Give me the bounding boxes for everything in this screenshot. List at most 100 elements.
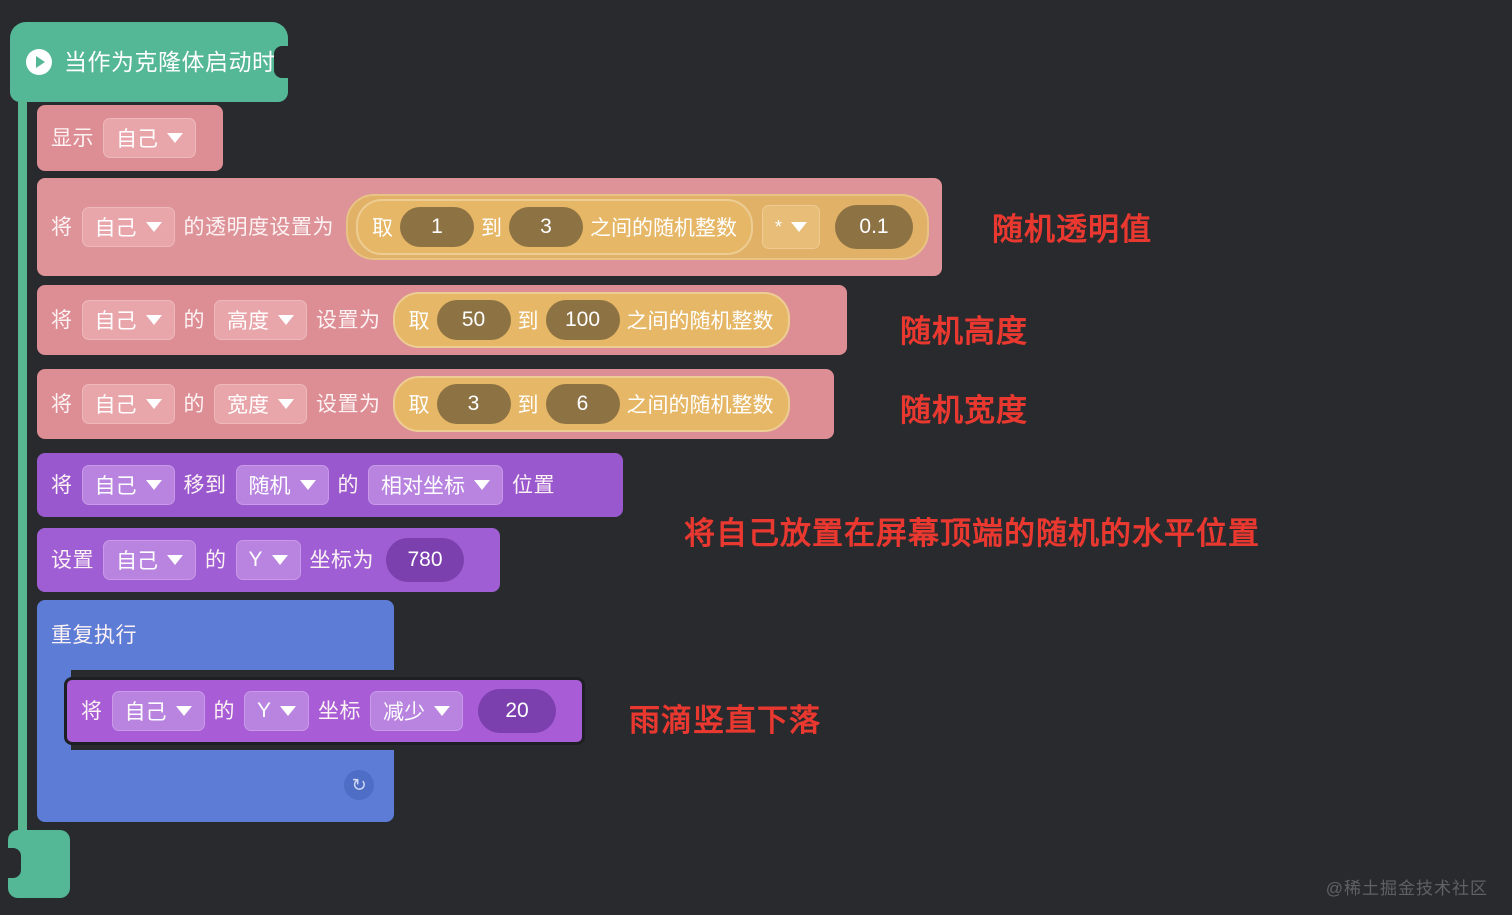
block-set-y-particle: 的 [205,548,227,572]
operator-random-opacity-mid: 到 [481,217,502,240]
dropdown-sety-axis-value: Y [248,548,263,571]
block-change-y-suffix: 坐标 [318,699,362,723]
note-random-height: 随机高度 [900,314,1028,349]
loop-arrow-icon: ↻ [344,770,374,800]
chevron-down-icon [145,315,162,325]
chevron-down-icon [145,222,162,232]
dropdown-changey-direction[interactable]: 减少 [370,691,464,731]
block-repeat-forever-foot[interactable]: ↻ [37,750,394,822]
block-change-y-particle: 的 [213,699,235,723]
watermark: @稀土掘金技术社区 [1325,879,1488,898]
dropdown-changey-axis[interactable]: Y [244,691,310,731]
operator-random-width-to[interactable]: 6 [545,384,620,424]
operator-random-opacity-end: 之间的随机整数 [590,217,737,240]
dropdown-width-property[interactable]: 宽度 [214,384,307,424]
block-set-opacity-mid: 的透明度设置为 [183,215,334,239]
block-move-to-prefix: 将 [51,473,73,497]
block-set-width[interactable]: 将 自己 的 宽度 设置为 取 3 到 6 之间的随机整数 [37,369,834,439]
block-move-to-suffix: 位置 [512,473,555,497]
operator-random-opacity[interactable]: 取 1 到 3 之间的随机整数 [356,199,753,255]
dropdown-move-target[interactable]: 自己 [81,465,175,505]
operator-random-width[interactable]: 取 3 到 6 之间的随机整数 [392,376,790,432]
operator-multiply[interactable]: 取 1 到 3 之间的随机整数 * 0.1 [346,194,930,260]
dropdown-changey-target[interactable]: 自己 [111,691,205,731]
dropdown-changey-direction-value: 减少 [383,701,426,724]
chevron-down-icon [278,399,294,409]
block-move-to-verb: 移到 [183,473,227,497]
chevron-down-icon [167,555,183,565]
chevron-down-icon [280,706,297,716]
dropdown-show-target-value: 自己 [116,128,158,151]
operator-random-width-mid: 到 [517,394,539,417]
chevron-down-icon [299,480,316,490]
operator-random-height-start: 取 [408,310,430,333]
input-set-y-value[interactable]: 780 [386,538,465,582]
hat-block-when-clone-starts[interactable]: 当作为克隆体启动时 [10,22,288,102]
note-random-width: 随机宽度 [900,393,1028,428]
operator-random-height-end: 之间的随机整数 [626,310,774,333]
chevron-down-icon [278,315,294,325]
block-repeat-forever-label: 重复执行 [51,623,137,647]
play-icon [26,49,52,75]
block-set-opacity-prefix: 将 [51,215,73,239]
chevron-down-icon [474,480,490,490]
block-show[interactable]: 显示 自己 [37,105,223,171]
dropdown-height-target[interactable]: 自己 [81,300,175,340]
block-set-opacity[interactable]: 将 自己 的透明度设置为 取 1 到 3 之间的随机整数 * 0.1 [37,178,942,276]
chevron-down-icon [175,706,192,716]
chevron-down-icon [271,555,288,565]
operator-random-width-from[interactable]: 3 [436,384,511,424]
dropdown-width-target[interactable]: 自己 [81,384,175,424]
operator-random-height-mid: 到 [517,310,539,333]
chevron-down-icon [791,222,808,232]
hat-block-label: 当作为克隆体启动时 [64,48,276,75]
block-move-to-particle: 的 [337,473,359,497]
block-set-width-particle: 的 [183,392,205,416]
dropdown-operator-symbol-value: * [775,216,783,237]
block-set-y[interactable]: 设置 自己 的 Y 坐标为 780 [37,528,500,592]
dropdown-sety-target[interactable]: 自己 [103,540,196,580]
input-change-y-value[interactable]: 20 [478,689,557,733]
chevron-down-icon [434,706,451,716]
dropdown-changey-target-value: 自己 [124,701,167,724]
operator-multiply-operand[interactable]: 0.1 [835,205,914,249]
operator-random-opacity-to[interactable]: 3 [509,207,583,247]
dropdown-changey-axis-value: Y [257,699,272,722]
note-raindrop-fall: 雨滴竖直下落 [629,703,821,738]
chevron-down-icon [167,133,183,143]
block-repeat-forever-head[interactable]: 重复执行 [37,600,394,670]
block-move-to[interactable]: 将 自己 移到 随机 的 相对坐标 位置 [37,453,623,517]
block-change-y-prefix: 将 [81,699,103,723]
dropdown-show-target[interactable]: 自己 [103,118,196,158]
block-set-height-mid: 设置为 [316,308,381,332]
dropdown-move-target-value: 自己 [94,475,137,498]
operator-random-opacity-start: 取 [372,217,393,240]
dropdown-opacity-target[interactable]: 自己 [81,207,175,247]
dropdown-width-target-value: 自己 [94,394,137,417]
operator-random-width-start: 取 [408,394,430,417]
chevron-down-icon [145,480,162,490]
dropdown-move-coord-system[interactable]: 相对坐标 [368,465,503,505]
script-tail-cap [8,830,70,898]
dropdown-sety-target-value: 自己 [116,550,158,573]
dropdown-move-coord-system-value: 相对坐标 [381,475,465,498]
dropdown-move-destination[interactable]: 随机 [235,465,329,505]
operator-random-height[interactable]: 取 50 到 100 之间的随机整数 [392,292,790,348]
block-show-prefix: 显示 [51,126,94,150]
dropdown-height-property-value: 高度 [227,310,269,333]
dropdown-width-property-value: 宽度 [227,394,269,417]
dropdown-move-destination-value: 随机 [248,475,291,498]
dropdown-operator-symbol[interactable]: * [762,205,821,249]
hat-notch [274,46,288,78]
block-set-width-prefix: 将 [51,392,73,416]
block-set-y-suffix: 坐标为 [309,548,375,572]
operator-random-height-to[interactable]: 100 [545,300,620,340]
dropdown-opacity-target-value: 自己 [94,217,137,240]
dropdown-sety-axis[interactable]: Y [235,540,301,580]
operator-random-opacity-from[interactable]: 1 [400,207,474,247]
block-change-y[interactable]: 将 自己 的 Y 坐标 减少 20 [64,677,585,745]
block-set-height[interactable]: 将 自己 的 高度 设置为 取 50 到 100 之间的随机整数 [37,285,847,355]
dropdown-height-property[interactable]: 高度 [214,300,307,340]
operator-random-height-from[interactable]: 50 [436,300,511,340]
